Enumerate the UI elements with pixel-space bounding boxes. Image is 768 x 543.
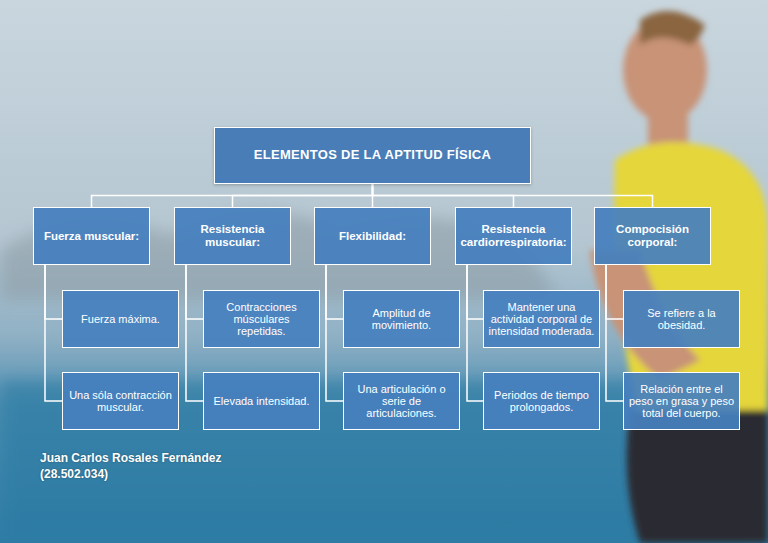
category-box: Resistencia muscular: bbox=[174, 207, 291, 265]
runner bbox=[590, 11, 768, 543]
connector-line bbox=[606, 265, 623, 401]
box-text: Relación entre el peso en grasa y peso t… bbox=[628, 383, 735, 419]
detail-box: Mantener una actividad corporal de inten… bbox=[483, 290, 600, 348]
detail-box: Amplitud de movimiento. bbox=[343, 290, 460, 348]
box-text: Periodos de tiempo prolongados. bbox=[488, 389, 595, 413]
category-box: Resistencia cardiorrespiratoria: bbox=[455, 207, 572, 265]
box-text: Resistencia cardiorrespiratoria: bbox=[460, 223, 567, 248]
box-text: Elevada intensidad. bbox=[213, 395, 309, 407]
box-text: ELEMENTOS DE LA APTITUD FÍSICA bbox=[254, 148, 491, 162]
author-credit: (28.502.034) bbox=[40, 467, 108, 481]
detail-box: Se refiere a la obesidad. bbox=[623, 290, 740, 348]
connector-line bbox=[326, 265, 343, 401]
connector-line bbox=[467, 265, 483, 319]
author-credit: Juan Carlos Rosales Fernández bbox=[40, 451, 221, 465]
category-box: Compocisión corporal: bbox=[594, 207, 711, 265]
detail-box: Contracciones músculares repetidas. bbox=[203, 290, 320, 348]
connector-line bbox=[92, 184, 373, 207]
connector-line bbox=[186, 265, 203, 401]
connector-line bbox=[233, 184, 373, 207]
connector-line bbox=[373, 184, 653, 207]
category-box: Fuerza muscular: bbox=[33, 207, 150, 265]
category-box: Flexibilidad: bbox=[314, 207, 431, 265]
box-text: Se refiere a la obesidad. bbox=[628, 307, 735, 331]
connector-line bbox=[326, 265, 343, 319]
title-box: ELEMENTOS DE LA APTITUD FÍSICA bbox=[214, 127, 531, 184]
detail-box: Periodos de tiempo prolongados. bbox=[483, 372, 600, 430]
sea bbox=[0, 380, 768, 543]
connector-line bbox=[45, 265, 62, 401]
detail-box: Una articulación o serie de articulacion… bbox=[343, 372, 460, 430]
box-text: Amplitud de movimiento. bbox=[348, 307, 455, 331]
box-text: Flexibilidad: bbox=[339, 230, 406, 243]
box-text: Una sóla contracción muscular. bbox=[67, 389, 174, 413]
box-text: Contracciones músculares repetidas. bbox=[208, 301, 315, 337]
detail-box: Relación entre el peso en grasa y peso t… bbox=[623, 372, 740, 430]
detail-box: Una sóla contracción muscular. bbox=[62, 372, 179, 430]
box-text: Compocisión corporal: bbox=[599, 223, 706, 248]
detail-box: Fuerza máxima. bbox=[62, 290, 179, 348]
connector-line bbox=[45, 265, 62, 319]
connector-line bbox=[467, 265, 483, 401]
box-text: Fuerza máxima. bbox=[81, 313, 160, 325]
connector-line bbox=[606, 265, 623, 319]
box-text: Resistencia muscular: bbox=[179, 223, 286, 248]
connector-line bbox=[186, 265, 203, 319]
box-text: Fuerza muscular: bbox=[44, 230, 139, 243]
box-text: Una articulación o serie de articulacion… bbox=[348, 383, 455, 419]
box-text: Mantener una actividad corporal de inten… bbox=[488, 301, 595, 337]
detail-box: Elevada intensidad. bbox=[203, 372, 320, 430]
